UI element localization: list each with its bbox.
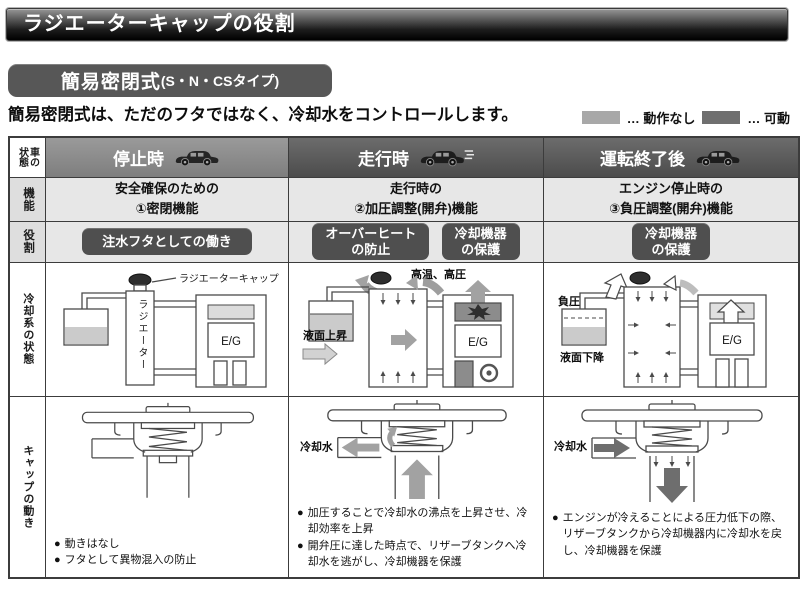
role-badge-overheat-prevention: オーバーヒート の防止 (312, 222, 430, 261)
engine-label: E/G (722, 335, 742, 347)
combustion-icon (467, 303, 491, 320)
row-label-cap-movement-cell: キャップの動き (8, 395, 46, 579)
car-moving-icon (420, 149, 474, 167)
note-item: ●開弁圧に達した時点で、リザーブタンクへ冷却水を逃がし、冷却機器を保護 (297, 539, 527, 569)
column-header-running: 走行時 (288, 136, 544, 178)
function-stopped-line2: ①密閉機能 (135, 201, 199, 216)
cap-section-running-drawing: 冷却水 (300, 399, 507, 499)
radiator-cap-shape (370, 271, 392, 284)
pressure-up-arrow (401, 459, 433, 499)
cooling-diagram-stopped: ラジエーターキャップ E/G ラジエーター (45, 261, 289, 397)
column-header-after-driving: 運転終了後 (543, 136, 800, 178)
role-stopped-cell: 注水フタとしての働き (45, 220, 289, 263)
radiator-cap-shape (629, 271, 651, 284)
note-item: ●フタとして異物混入の防止 (54, 554, 197, 567)
car-icon (696, 150, 740, 167)
row-label-function-cell: 機能 (8, 176, 46, 222)
row-label-cooling-state: 冷却系の状態 (21, 293, 34, 365)
column-header-stopped: 停止時 (45, 136, 289, 178)
legend-active-label: … 可動 (747, 111, 790, 126)
page-title: ラジエーターキャップの役割 (23, 13, 296, 35)
legend: … 動作なし … 可動 (581, 108, 790, 127)
cap-notes-stopped: ●動きはなし ●フタとして異物混入の防止 (54, 536, 280, 569)
section-badge-sub: (S・N・CSタイプ) (160, 72, 280, 89)
function-running-cell: 走行時の ②加圧調整(開弁)機能 (288, 176, 544, 222)
column-header-running-label: 走行時 (358, 149, 409, 169)
coolant-label: 冷却水 (300, 439, 333, 453)
function-running-line2: ②加圧調整(開弁)機能 (354, 201, 478, 216)
cooling-system-stopped-drawing: ラジエーターキャップ E/G (63, 273, 279, 388)
engine-label: E/G (468, 337, 488, 349)
note-item: ●動きはなし (54, 537, 120, 550)
liquid-level-fall-label: 液面下降 (560, 350, 605, 364)
function-after-line2: ③負圧調整(開弁)機能 (609, 201, 733, 216)
cooling-system-after-drawing: 負圧 液面下降 (558, 271, 767, 388)
radiator-cap-table: 車の状態 停止時 走行時 (8, 136, 800, 579)
cooling-diagram-running: 高温、高圧 液面上昇 (288, 261, 544, 397)
row-label-role: 役割 (22, 229, 35, 254)
cap-notes-after: ●エンジンが冷えることによる圧力低下の際、リザーブタンクから冷却機器内に冷却水を… (552, 510, 790, 560)
cap-movement-after-cell: 冷却水 ●エンジンが冷えることによる圧力低下の際、リザーブタンクから冷却機器内に… (543, 395, 800, 579)
car-icon (175, 150, 219, 167)
coolant-out-arrow (341, 437, 380, 458)
section-badge-main: 簡易密閉式 (60, 72, 161, 93)
section-badge: 簡易密閉式(S・N・CSタイプ) (8, 64, 332, 97)
note-item: ●エンジンが冷えることによる圧力低下の際、リザーブタンクから冷却機器内に冷却水を… (552, 511, 782, 557)
row-label-car-state: 車の状態 (16, 147, 39, 168)
function-after-line1: エンジン停止時の (618, 180, 723, 196)
legend-inactive-label: … 動作なし (626, 111, 696, 126)
legend-inactive-swatch (581, 111, 620, 124)
function-running-line1: 走行時の (389, 180, 442, 196)
column-header-stopped-label: 停止時 (113, 149, 164, 169)
liquid-level-rise-label: 液面上昇 (303, 328, 347, 342)
corner-cell: 車の状態 (8, 136, 46, 178)
cooling-system-running-drawing: 高温、高圧 液面上昇 (302, 267, 514, 388)
cap-section-after-drawing: 冷却水 (554, 399, 763, 503)
row-label-cooling-state-cell: 冷却系の状態 (8, 261, 46, 397)
function-stopped-cell: 安全確保のための ①密閉機能 (45, 176, 289, 222)
coolant-in-arrow (594, 437, 630, 458)
note-item: ●加圧することで冷却水の沸点を上昇させ、冷却効率を上昇 (297, 506, 528, 536)
radiator-cap-shape (128, 273, 152, 286)
legend-active-swatch (702, 111, 741, 124)
column-header-after-driving-label: 運転終了後 (600, 149, 685, 169)
return-flow-arrow (603, 272, 629, 300)
suction-down-arrow (656, 467, 688, 503)
role-badge-cooling-protection: 冷却機器 の保護 (441, 222, 520, 261)
lead-text: 簡易密閉式は、ただのフタではなく、冷却水をコントロールします。 (8, 106, 518, 124)
role-running-cell: オーバーヒート の防止 冷却機器 の保護 (288, 220, 544, 263)
negative-pressure-label: 負圧 (558, 294, 580, 308)
page-title-bar: ラジエーターキャップの役割 (6, 8, 788, 41)
role-badge-cooling-protection: 冷却機器 の保護 (631, 222, 710, 261)
radiator-vertical-label: ラジエーター (136, 298, 147, 371)
cap-notes-running: ●加圧することで冷却水の沸点を上昇させ、冷却効率を上昇 ●開弁圧に達した時点で、… (297, 505, 535, 571)
row-label-function: 機能 (22, 186, 35, 212)
role-after-cell: 冷却機器 の保護 (543, 220, 800, 263)
row-label-role-cell: 役割 (8, 220, 46, 263)
row-label-cap-movement: キャップの動き (21, 444, 34, 529)
cooling-diagram-after: 負圧 液面下降 (543, 261, 800, 397)
cap-movement-stopped-cell: ●動きはなし ●フタとして異物混入の防止 (45, 395, 289, 579)
cap-movement-running-cell: 冷却水 ●加圧することで冷却水の沸点を上昇させ、冷却効率を上昇 ●開弁圧に達した… (288, 395, 544, 579)
function-stopped-line1: 安全確保のための (114, 180, 219, 196)
function-after-cell: エンジン停止時の ③負圧調整(開弁)機能 (543, 176, 800, 222)
radiator-cap-pointer-label: ラジエーターキャップ (179, 273, 279, 285)
flow-in-arrow (302, 342, 338, 365)
engine-label: E/G (221, 336, 241, 348)
coolant-label: 冷却水 (554, 439, 588, 453)
radiator-shape (125, 289, 155, 386)
radiator-shape (623, 285, 681, 388)
role-badge-filler-cap: 注水フタとしての働き (82, 227, 252, 256)
high-temp-pressure-label: 高温、高圧 (411, 267, 466, 281)
cap-section-stopped-drawing (81, 402, 255, 498)
